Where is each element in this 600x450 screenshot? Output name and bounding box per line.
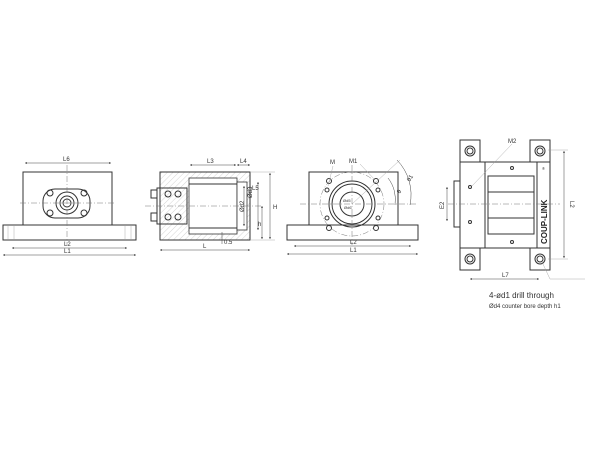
note-drill-through: 4-ød1 drill through	[489, 291, 554, 300]
label-l2: L2	[64, 242, 71, 248]
brand-logo: COUP-LINK	[540, 199, 549, 244]
label-end-l1: L1	[350, 248, 357, 254]
label-m: M	[330, 160, 335, 166]
label-l3: L3	[207, 159, 214, 165]
label-angle-1: θ1	[407, 174, 416, 183]
label-l: L	[203, 244, 207, 250]
end-body-outline	[286, 171, 419, 241]
label-m1: M1	[349, 159, 358, 165]
label-d5: Ød5	[343, 198, 351, 203]
label-top-l2: L2	[568, 201, 574, 208]
label-l6: L6	[63, 157, 70, 163]
front-view: L6 L2 L1	[2, 157, 137, 256]
section-view: L3 L4 H h Ød3 Ød2 L5 0.5 L	[145, 159, 277, 251]
note-counter-bore: Ød4 counter bore depth h1	[489, 304, 561, 310]
label-d3: Ød3	[248, 186, 254, 198]
label-h-upper: H	[273, 205, 277, 211]
label-end-l2: L2	[350, 240, 357, 246]
label-l5: L5	[252, 186, 259, 192]
label-d6: Ød6	[344, 205, 352, 210]
label-m2: M2	[508, 139, 517, 145]
label-e2: E2	[440, 201, 446, 209]
label-0-5: 0.5	[224, 240, 233, 246]
label-angle-2: θ	[397, 189, 404, 195]
front-body-outline	[2, 171, 137, 241]
end-view: M M1 θ1 θ Ød5 Ød6 L2 L1	[286, 159, 419, 255]
label-l1: L1	[64, 249, 71, 255]
label-l4: L4	[240, 159, 247, 165]
registered-mark: ®	[542, 166, 545, 171]
label-l7: L7	[502, 273, 509, 279]
flange	[42, 188, 91, 219]
top-view: M2 COUP-LINK ® E2 L2 L7	[440, 139, 585, 280]
label-d2: Ød2	[240, 200, 246, 212]
label-h-lower: h	[258, 222, 261, 228]
